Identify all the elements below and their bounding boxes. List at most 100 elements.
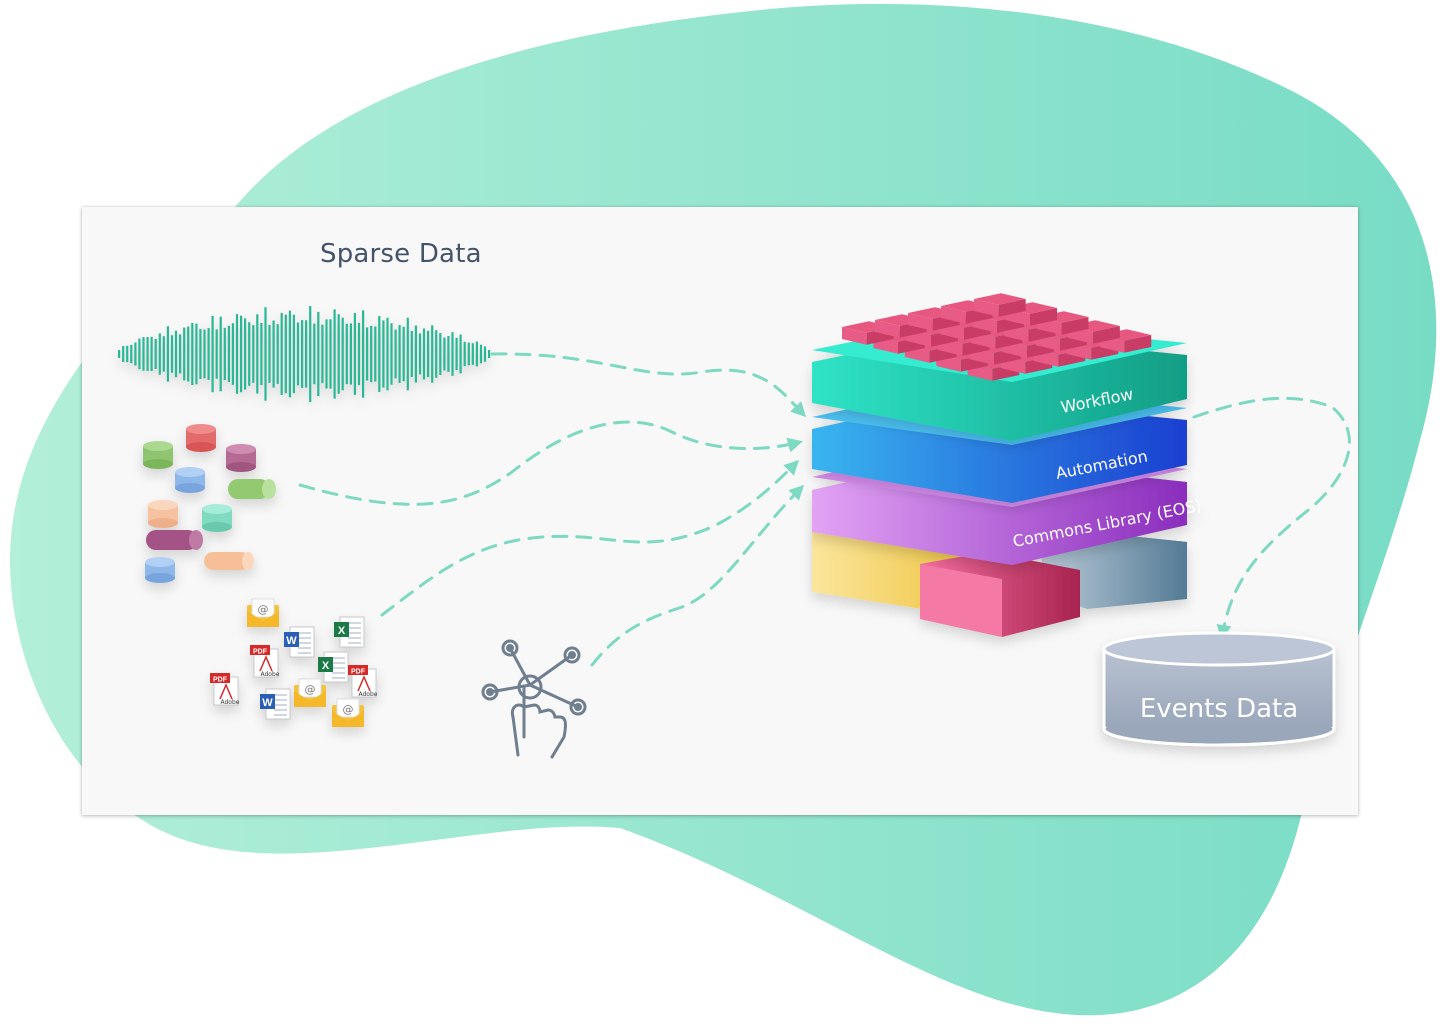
waveform-bar bbox=[447, 336, 450, 372]
db-blue-small-icon bbox=[145, 557, 175, 583]
waveform-bar bbox=[130, 344, 133, 364]
waveform-bar bbox=[174, 330, 178, 378]
waveform-bar bbox=[248, 322, 251, 386]
diagram-card: Sparse Data bbox=[82, 207, 1358, 815]
waveform-bar bbox=[268, 325, 271, 383]
waveform-bar bbox=[166, 326, 169, 382]
waveform-bar bbox=[252, 325, 255, 383]
waveform-bar bbox=[195, 323, 198, 385]
waveform-bar bbox=[341, 317, 344, 391]
waveform-bar bbox=[483, 346, 487, 362]
waveform-bar bbox=[451, 332, 454, 376]
waveform-bar bbox=[223, 327, 226, 381]
waveform-bar bbox=[264, 307, 267, 401]
waveform-bar bbox=[301, 320, 304, 388]
top-blocks-grid bbox=[842, 293, 1152, 381]
waveform-bar bbox=[158, 333, 161, 375]
waveform-bar bbox=[406, 317, 409, 391]
excel-file-icon: X bbox=[318, 651, 349, 683]
waveform-bar bbox=[467, 342, 470, 366]
svg-text:PDF: PDF bbox=[351, 669, 366, 676]
waveform-bar bbox=[414, 325, 417, 383]
waveform-bar bbox=[390, 323, 393, 385]
waveform-bar bbox=[199, 328, 202, 379]
waveform-bar bbox=[345, 323, 348, 385]
email-file-icon: @ bbox=[294, 678, 326, 707]
waveform-bar bbox=[183, 327, 186, 381]
svg-text:X: X bbox=[338, 625, 346, 637]
waveform-bar bbox=[179, 334, 182, 374]
svg-text:W: W bbox=[262, 697, 273, 709]
email-file-icon: @ bbox=[247, 598, 279, 627]
waveform-bar bbox=[142, 337, 145, 371]
platform-stack: Commons Library (EOS) Automation Workflo… bbox=[812, 293, 1203, 637]
waveform-icon bbox=[118, 306, 491, 402]
excel-file-icon: X bbox=[334, 616, 365, 648]
waveform-bar bbox=[211, 315, 214, 393]
waveform-bar bbox=[292, 314, 295, 394]
waveform-bar bbox=[431, 325, 434, 383]
svg-text:PDF: PDF bbox=[253, 649, 268, 656]
waveform-bar bbox=[317, 311, 320, 397]
connector-waveform bbox=[490, 352, 807, 418]
waveform-bar bbox=[138, 338, 141, 370]
waveform-bar bbox=[313, 323, 316, 385]
svg-text:@: @ bbox=[343, 703, 354, 716]
network-touch-icon bbox=[481, 639, 587, 759]
waveform-bar bbox=[203, 329, 206, 379]
waveform-bar bbox=[305, 320, 308, 388]
waveform-bar bbox=[455, 337, 458, 371]
waveform-bar bbox=[231, 323, 234, 385]
waveform-bar bbox=[394, 329, 397, 379]
svg-text:W: W bbox=[286, 635, 297, 647]
waveform-bar bbox=[333, 309, 336, 399]
waveform-bar bbox=[280, 312, 283, 395]
waveform-bar bbox=[370, 325, 373, 383]
svg-text:@: @ bbox=[305, 683, 316, 696]
word-file-icon: W bbox=[260, 688, 291, 720]
waveform-bar bbox=[219, 316, 222, 392]
db-purple-horizontal-icon bbox=[146, 530, 203, 550]
waveform-bar bbox=[357, 322, 361, 386]
waveform-bar bbox=[410, 330, 413, 377]
waveform-bar bbox=[256, 314, 259, 394]
waveform-bar bbox=[422, 328, 426, 380]
connector-databases bbox=[298, 420, 803, 506]
connectors bbox=[298, 352, 1351, 667]
waveform-bar bbox=[349, 323, 352, 385]
svg-text:@: @ bbox=[258, 603, 269, 616]
waveform-bar bbox=[337, 314, 340, 394]
waveform-bar bbox=[386, 317, 389, 391]
waveform-bar bbox=[126, 345, 129, 363]
waveform-bar bbox=[284, 314, 287, 394]
waveform-bar bbox=[235, 314, 239, 394]
db-plum-icon bbox=[226, 444, 256, 472]
db-green-horizontal-icon bbox=[228, 479, 276, 499]
waveform-bar bbox=[260, 322, 263, 386]
waveform-bar bbox=[309, 306, 312, 402]
svg-text:X: X bbox=[322, 660, 330, 672]
db-green-icon bbox=[143, 441, 173, 469]
connector-events bbox=[1192, 396, 1351, 640]
waveform-bar bbox=[463, 341, 466, 367]
waveform-bar bbox=[475, 341, 478, 367]
waveform-bar bbox=[154, 339, 157, 369]
svg-text:Adobe: Adobe bbox=[221, 699, 240, 706]
waveform-bar bbox=[134, 342, 137, 366]
waveform-bar bbox=[321, 324, 324, 384]
diagram-title: Sparse Data bbox=[320, 239, 482, 269]
waveform-bar bbox=[122, 346, 125, 362]
base-block-pink bbox=[920, 552, 1080, 637]
waveform-bar bbox=[227, 326, 230, 383]
waveform-bar bbox=[329, 319, 332, 389]
waveform-bar bbox=[150, 336, 153, 372]
waveform-bar bbox=[435, 330, 438, 378]
waveform-bar bbox=[296, 322, 300, 386]
email-file-icon: @ bbox=[332, 698, 364, 727]
waveform-bar bbox=[443, 337, 446, 371]
waveform-bar bbox=[398, 325, 401, 383]
